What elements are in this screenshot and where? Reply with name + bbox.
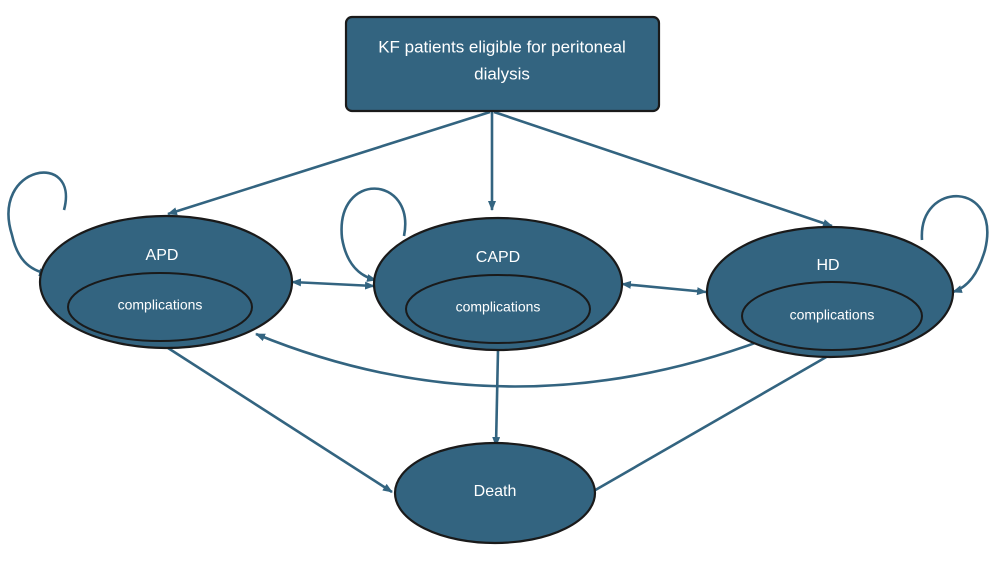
capd-complications-ellipse	[405, 274, 591, 344]
hd-complications-label: complications	[790, 307, 875, 323]
apd-node: APD complications	[38, 214, 294, 350]
death-node: Death	[393, 441, 597, 545]
death-ellipse	[393, 441, 597, 545]
capd-node: CAPD complications	[372, 216, 624, 352]
death-label: Death	[474, 483, 517, 500]
edge-capd-to-death	[492, 349, 501, 447]
self-loop-apd	[7, 171, 68, 277]
edge-hd-to-death	[577, 354, 829, 502]
start-node-label-line1: KF patients eligible for peritoneal	[378, 37, 626, 56]
capd-label: CAPD	[476, 249, 520, 266]
edge-start-to-apd	[167, 110, 491, 216]
hd-label: HD	[816, 257, 839, 274]
edge-apd-hd	[255, 332, 775, 388]
edges	[7, 110, 989, 502]
apd-complications-label: complications	[118, 297, 203, 313]
apd-label: APD	[146, 247, 179, 264]
self-loop-hd	[920, 194, 989, 294]
apd-complications-ellipse	[67, 272, 253, 342]
edge-start-to-hd	[493, 110, 833, 228]
edge-apd-to-death	[167, 346, 393, 494]
hd-node: HD complications	[705, 225, 955, 359]
start-node-box	[344, 15, 661, 113]
hd-complications-ellipse	[741, 281, 923, 351]
edge-capd-hd	[621, 280, 707, 296]
start-node: KF patients eligible for peritoneal dial…	[344, 15, 661, 113]
edge-apd-capd	[291, 278, 375, 290]
capd-complications-label: complications	[456, 299, 541, 315]
self-loop-capd	[340, 187, 407, 282]
start-node-label-line2: dialysis	[474, 64, 530, 83]
